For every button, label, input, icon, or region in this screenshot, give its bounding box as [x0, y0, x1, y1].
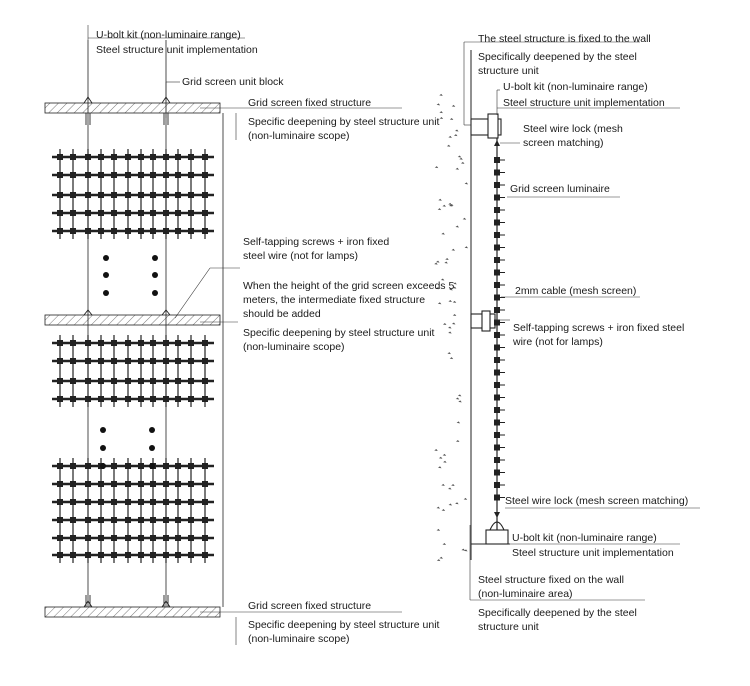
- luminaire-node: [494, 382, 505, 388]
- luminaire-node: [494, 307, 505, 313]
- wire-lock-top: [494, 140, 500, 146]
- luminaire-node: [494, 469, 505, 476]
- label-grid-unit-block: Grid screen unit block: [182, 76, 284, 88]
- luminaire-node: [494, 432, 505, 438]
- luminaire-node: [494, 157, 505, 163]
- luminaire-node: [494, 169, 505, 176]
- grid-screen-blocks: [52, 149, 214, 563]
- middle-fixed-beam: [44, 314, 221, 326]
- grid-block-3: [52, 458, 214, 563]
- luminaire-node: [494, 494, 505, 501]
- luminaire-node: [494, 332, 505, 338]
- luminaire-node: [494, 407, 505, 413]
- wire-lock-bottom: [494, 512, 500, 518]
- luminaire-node: [494, 182, 505, 188]
- label-luminaire: Grid screen luminaire: [510, 183, 610, 195]
- luminaire-node: [494, 282, 505, 288]
- label-ubolt-top: U-bolt kit (non-luminaire range): [503, 81, 648, 93]
- grid-luminaires: [494, 157, 505, 501]
- label-wall-deepened: Specifically deepened by the steel struc…: [478, 51, 637, 77]
- luminaire-node: [494, 219, 505, 226]
- label-steel-unit-implementation: Steel structure unit implementation: [96, 44, 258, 56]
- label-steel-impl-top: Steel structure unit implementation: [503, 97, 665, 109]
- luminaire-node: [494, 257, 505, 263]
- label-bottom-fixed-structure: Grid screen fixed structure: [248, 600, 372, 612]
- label-self-tapping-left: Self-tapping screws + iron fixed steel w…: [243, 236, 390, 262]
- label-top-deepening: Specific deepening by steel structure un…: [248, 116, 440, 142]
- label-bottom-deepening: Specific deepening by steel structure un…: [248, 619, 440, 645]
- luminaire-node: [494, 344, 505, 351]
- luminaire-node: [494, 419, 505, 426]
- left-elevation: [44, 25, 402, 645]
- luminaire-node: [494, 394, 505, 401]
- label-cable: 2mm cable (mesh screen): [515, 285, 637, 297]
- label-wire-lock-top: Steel wire lock (mesh screen matching): [523, 123, 623, 149]
- luminaire-node: [494, 457, 505, 463]
- omission-dots: [100, 255, 158, 469]
- label-height-note: When the height of the grid screen excee…: [243, 280, 455, 320]
- luminaire-node: [494, 207, 505, 213]
- wall-brackets: [470, 113, 510, 545]
- luminaire-node: [494, 319, 505, 326]
- label-top-fixed-structure: Grid screen fixed structure: [248, 97, 372, 109]
- label-ubolt-bottom: U-bolt kit (non-luminaire range): [512, 532, 657, 544]
- luminaire-node: [494, 269, 505, 276]
- label-wire-lock-bottom: Steel wire lock (mesh screen matching): [505, 495, 689, 507]
- wall-aggregate: [434, 93, 469, 562]
- luminaire-node: [494, 444, 505, 451]
- label-steel-impl-bottom: Steel structure unit implementation: [512, 547, 674, 559]
- luminaire-node: [494, 194, 505, 201]
- label-fixed-on-wall: Steel structure fixed on the wall (non-l…: [478, 574, 624, 600]
- label-deepened-bottom: Specifically deepened by the steel struc…: [478, 607, 637, 633]
- label-middle-deepening: Specific deepening by steel structure un…: [243, 327, 435, 353]
- luminaire-node: [494, 369, 505, 376]
- luminaire-node: [494, 294, 505, 301]
- luminaire-node: [494, 244, 505, 251]
- luminaire-node: [494, 357, 505, 363]
- top-fixed-beam: [44, 102, 221, 114]
- luminaire-node: [494, 232, 505, 238]
- grid-block-2: [52, 335, 214, 407]
- bottom-fixed-beam: [44, 606, 221, 618]
- label-ubolt-kit: U-bolt kit (non-luminaire range): [96, 29, 241, 41]
- luminaire-node: [494, 482, 505, 488]
- label-self-tapping-right: Self-tapping screws + iron fixed steel w…: [513, 322, 685, 348]
- label-wall-fixed: The steel structure is fixed to the wall: [478, 33, 651, 45]
- right-section: [434, 41, 700, 601]
- grid-block-1: [52, 149, 214, 239]
